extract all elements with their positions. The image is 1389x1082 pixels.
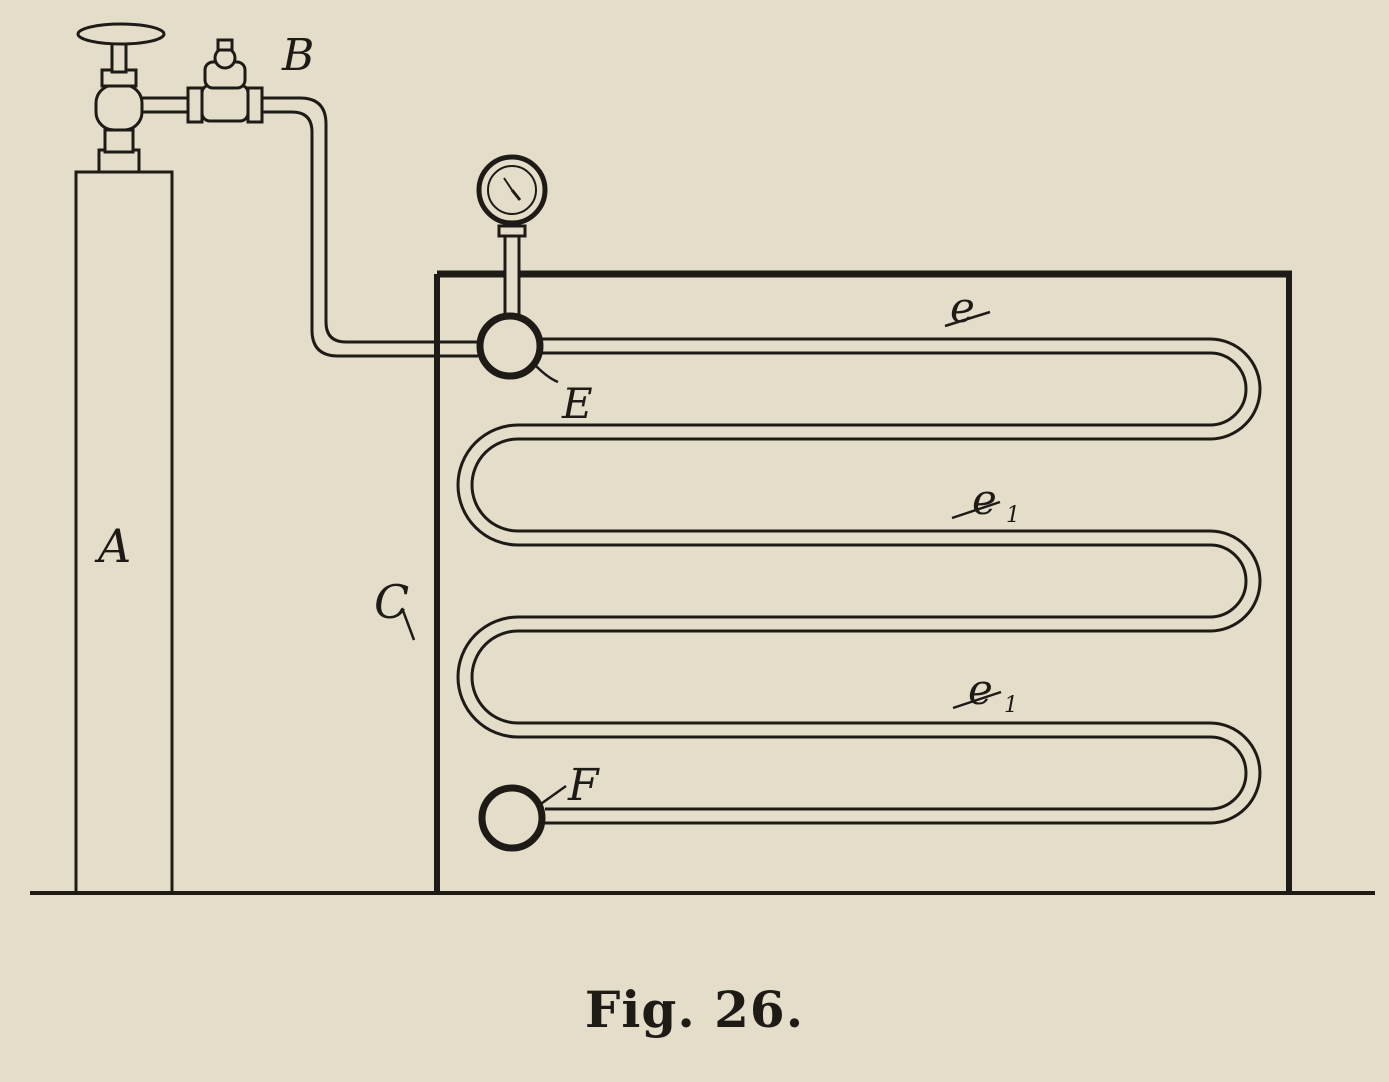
label-coil-mid-sub: 1 bbox=[1006, 503, 1020, 528]
pressure-gauge-icon bbox=[476, 154, 548, 322]
inlet-junction bbox=[476, 312, 544, 380]
cooling-coil bbox=[456, 337, 1262, 825]
label-coil-low: e bbox=[968, 665, 993, 714]
figure-caption: Fig. 26. bbox=[584, 980, 805, 1039]
label-vessel: C bbox=[374, 575, 409, 629]
hand-wheel-icon bbox=[76, 22, 166, 46]
label-inlet: E bbox=[561, 379, 593, 428]
outlet-junction bbox=[478, 784, 546, 852]
label-coil-top: e bbox=[950, 283, 975, 332]
regulator-valve bbox=[142, 38, 264, 124]
cooling-vessel bbox=[434, 270, 1292, 893]
supply-pipe bbox=[262, 96, 478, 358]
label-outlet: F bbox=[567, 760, 600, 811]
cylinder-valve bbox=[76, 22, 166, 174]
label-valve: B bbox=[281, 30, 314, 81]
label-cylinder: A bbox=[94, 519, 131, 573]
leader-lines bbox=[400, 310, 1002, 808]
label-coil-low-sub: 1 bbox=[1004, 693, 1018, 718]
label-coil-mid: e bbox=[972, 475, 997, 524]
